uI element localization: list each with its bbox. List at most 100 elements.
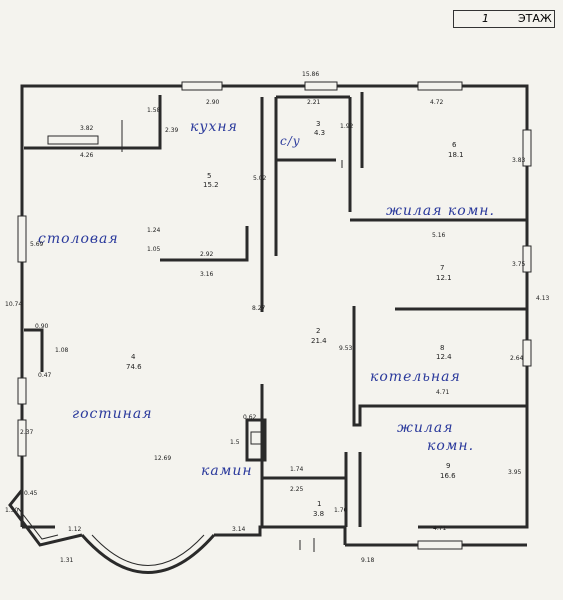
dimension-label: 9.53 bbox=[339, 345, 353, 352]
dimension-label: 2.25 bbox=[290, 486, 304, 493]
room-number: 5 bbox=[207, 172, 211, 180]
dimension-label: 5.16 bbox=[432, 232, 446, 239]
label-boiler: котельная bbox=[370, 369, 461, 385]
wall-boiler bbox=[352, 306, 527, 427]
dimension-label: 12.69 bbox=[154, 455, 171, 462]
dimension-labels: 15.86 2.90 2.21 4.72 3.82 4.26 1.58 2.39… bbox=[5, 71, 550, 564]
dimension-label: 3.14 bbox=[232, 526, 246, 533]
label-living: гостиная bbox=[72, 406, 152, 422]
window-bedroom2-south bbox=[417, 540, 463, 550]
fireplace bbox=[245, 418, 267, 462]
label-fireplace: камин bbox=[201, 463, 253, 479]
floor-number: 1 bbox=[482, 12, 489, 25]
dimension-label: 4.71 bbox=[436, 389, 450, 396]
dimension-label: 5.69 bbox=[30, 241, 44, 248]
window-living-1 bbox=[17, 377, 27, 405]
wall-bottom-middle bbox=[214, 525, 347, 545]
dimension-label: 1.05 bbox=[147, 246, 161, 253]
dimension-label: 2.92 bbox=[200, 251, 214, 258]
dimension-label: 3.16 bbox=[200, 271, 214, 278]
label-bedroom-bottom-1: жилая bbox=[397, 420, 453, 436]
dimension-label: 10.74 bbox=[5, 301, 22, 308]
bay-window-arc bbox=[80, 534, 216, 574]
room-area: 74.6 bbox=[126, 363, 142, 371]
dimension-label: 3.95 bbox=[508, 469, 522, 476]
dimension-label: 15.86 bbox=[302, 71, 319, 78]
wall-corner-bay bbox=[8, 489, 83, 547]
dimension-label: 1.24 bbox=[147, 227, 161, 234]
window-nook bbox=[47, 135, 99, 145]
room-area: 16.6 bbox=[440, 472, 456, 480]
label-bedroom-top: жилая комн. bbox=[386, 203, 495, 219]
window-dining bbox=[17, 215, 27, 263]
dimension-label: 1.74 bbox=[290, 466, 304, 473]
dimension-label: 4.72 bbox=[430, 99, 444, 106]
wall-kitchen-south bbox=[160, 226, 249, 262]
dimension-label: 2.39 bbox=[165, 127, 179, 134]
label-bedroom-bottom-2: комн. bbox=[427, 438, 474, 454]
room-number: 2 bbox=[316, 327, 320, 335]
room-number: 7 bbox=[440, 264, 444, 272]
room-number: 4 bbox=[131, 353, 136, 361]
bay-window-arc-inner bbox=[91, 534, 205, 566]
room-area: 12.1 bbox=[436, 274, 452, 282]
dimension-label: 1.30 bbox=[5, 507, 19, 514]
window-wc bbox=[304, 81, 338, 91]
dimension-label: 1.5 bbox=[230, 439, 240, 446]
wall-living-niche bbox=[24, 328, 44, 372]
label-dining: столовая bbox=[38, 231, 119, 247]
dimension-label: 0.62 bbox=[243, 414, 257, 421]
dimension-label: 4.26 bbox=[80, 152, 94, 159]
window-room7-east bbox=[522, 245, 532, 273]
room-area: 12.4 bbox=[436, 353, 452, 361]
dimension-label: 0.45 bbox=[24, 490, 38, 497]
interior-walls bbox=[24, 92, 527, 527]
window-living-2 bbox=[17, 419, 27, 457]
wall-corner-bay-inner bbox=[17, 507, 59, 540]
room-number: 9 bbox=[446, 462, 450, 470]
window-boiler-east bbox=[522, 339, 532, 367]
fireplace-opening bbox=[250, 431, 262, 445]
room-area: 4.3 bbox=[314, 129, 325, 137]
dimension-label: 2.90 bbox=[206, 99, 220, 106]
windows bbox=[17, 81, 532, 550]
dimension-label: 0.90 bbox=[35, 323, 49, 330]
label-wc: с/у bbox=[280, 134, 301, 148]
dimension-label: 1.70 bbox=[334, 507, 348, 514]
dimension-label: 1.58 bbox=[147, 107, 161, 114]
wall-dining-nook bbox=[24, 95, 162, 150]
dimension-label: 3.75 bbox=[512, 261, 526, 268]
room-number: 3 bbox=[316, 120, 320, 128]
dimension-label: 3.82 bbox=[80, 125, 94, 132]
dimension-label: 3.83 bbox=[512, 157, 526, 164]
floor-label: ЭТАЖ bbox=[518, 12, 552, 25]
room-area: 3.8 bbox=[313, 510, 324, 518]
room-labels: кухня столовая гостиная с/у жилая комн. … bbox=[38, 119, 495, 479]
floor-tag: 1 ЭТАЖ bbox=[453, 10, 555, 28]
room-area: 15.2 bbox=[203, 181, 219, 189]
dimension-label: 1.31 bbox=[60, 557, 74, 564]
dimension-label: 2.21 bbox=[307, 99, 321, 106]
window-kitchen bbox=[181, 81, 223, 91]
dimension-label: 2.37 bbox=[20, 429, 34, 436]
room-numbers: 5 15.2 3 4.3 6 18.1 7 12.1 2 21.4 4 74.6… bbox=[126, 120, 464, 518]
room-number: 8 bbox=[440, 344, 444, 352]
dimension-label: 2.64 bbox=[510, 355, 524, 362]
dimension-label: 1.12 bbox=[68, 526, 82, 533]
window-bedroom1 bbox=[417, 81, 463, 91]
label-kitchen: кухня bbox=[190, 119, 238, 135]
dimension-label: 0.47 bbox=[38, 372, 52, 379]
dimension-label: 5.02 bbox=[253, 175, 267, 182]
fireplace-body bbox=[245, 418, 267, 462]
window-bedroom1-east bbox=[522, 129, 532, 167]
dimension-label: 9.18 bbox=[361, 557, 375, 564]
dimension-label: 1.92 bbox=[340, 123, 354, 130]
dimension-label: 4.71 bbox=[433, 525, 447, 532]
room-area: 18.1 bbox=[448, 151, 464, 159]
room-number: 6 bbox=[452, 141, 457, 149]
dimension-label: 1.08 bbox=[55, 347, 69, 354]
room-number: 1 bbox=[317, 500, 321, 508]
room-area: 21.4 bbox=[311, 337, 327, 345]
dimension-label: 4.13 bbox=[536, 295, 550, 302]
